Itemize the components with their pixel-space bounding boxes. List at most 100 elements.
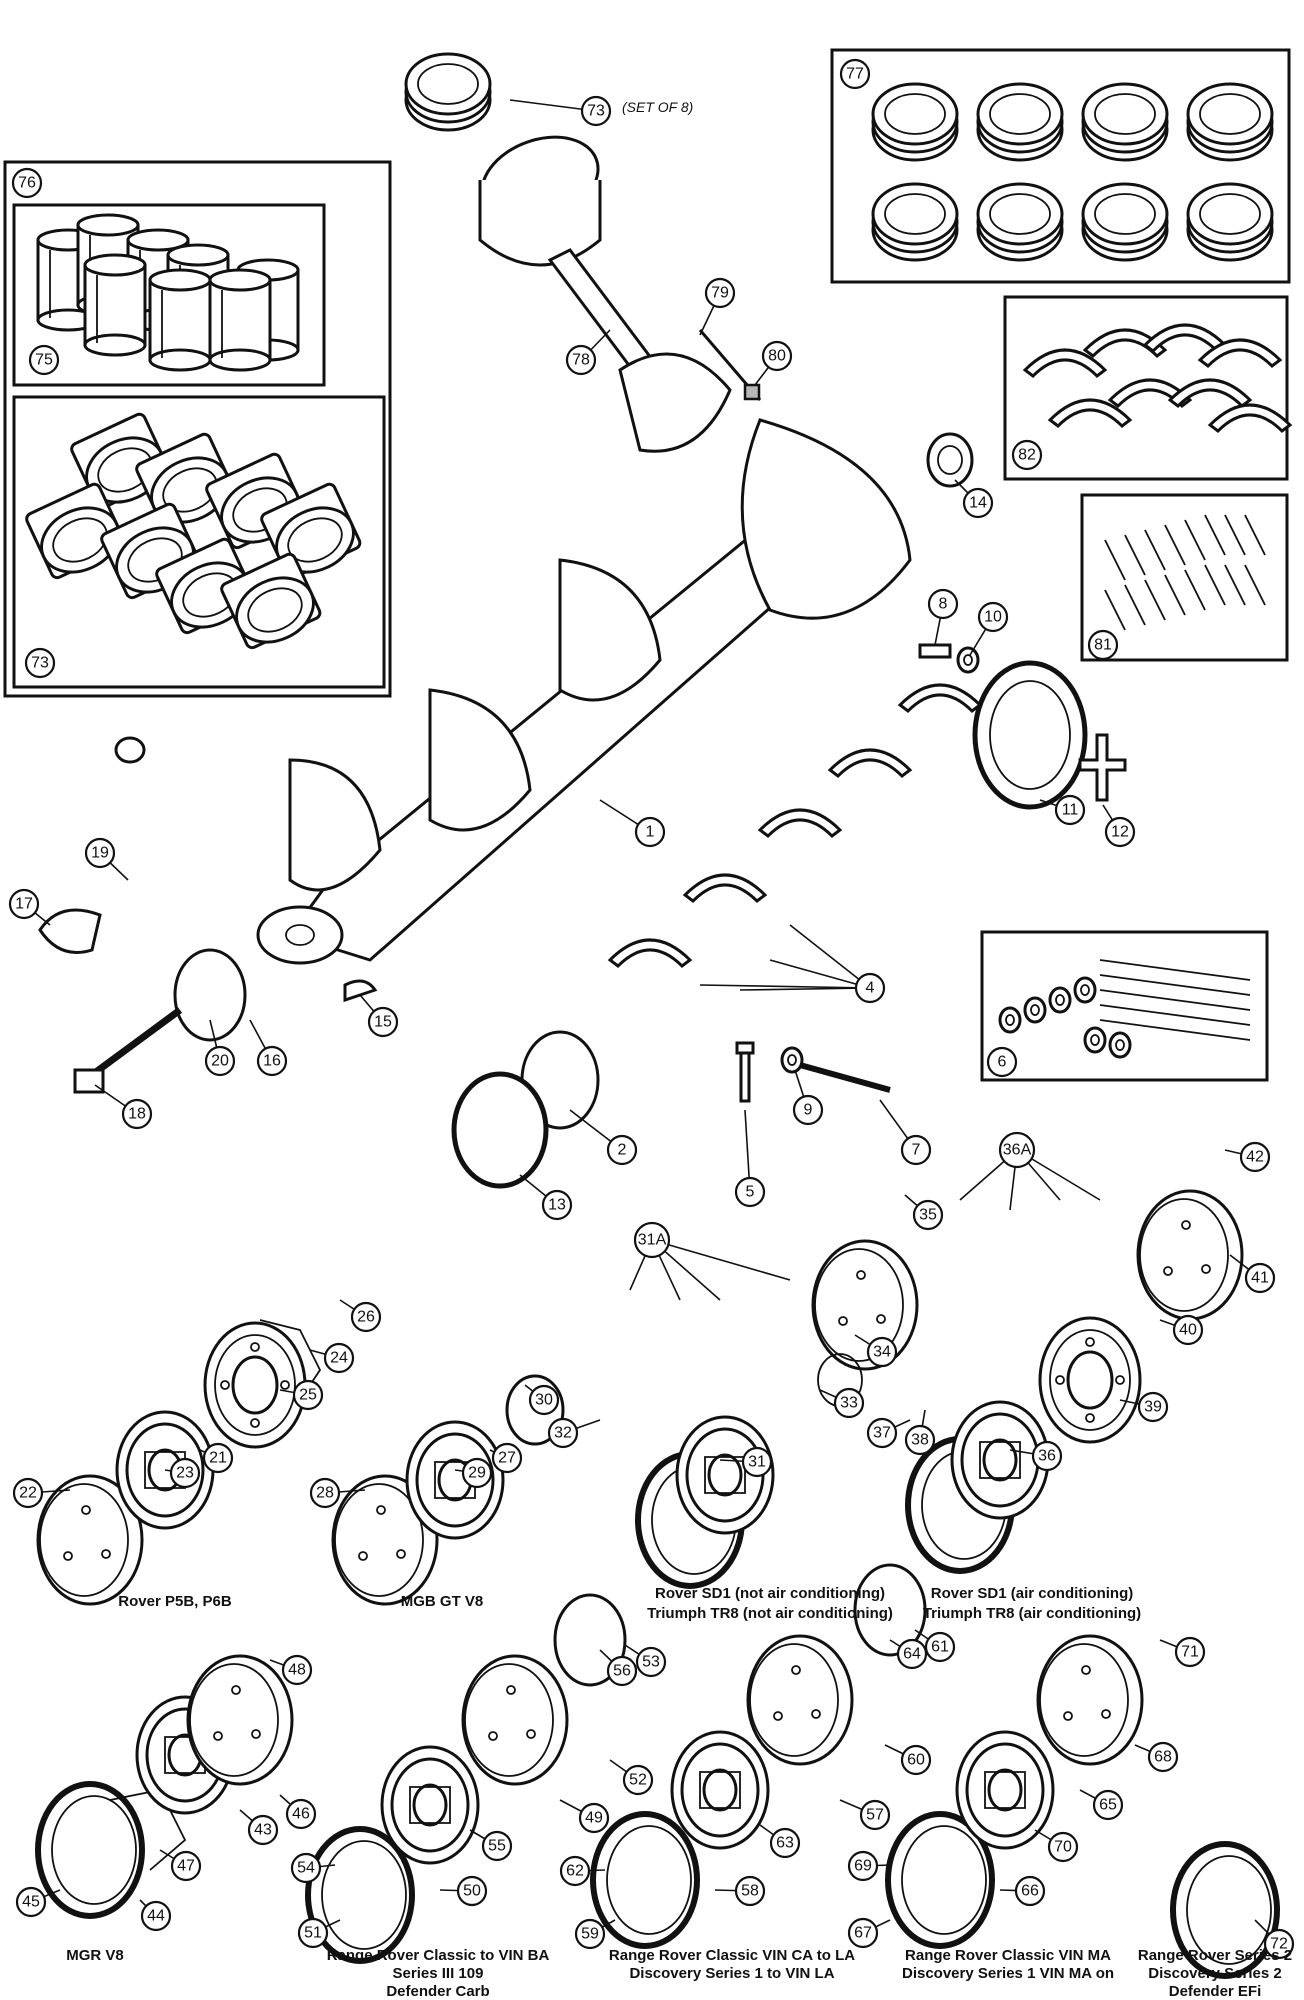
bolts-box-81 (1104, 514, 1266, 631)
callout-6: 6 (986, 1046, 1018, 1078)
callout-82: 82 (1011, 439, 1043, 471)
callout-label: 38 (911, 1432, 929, 1449)
callout-68: 68 (1147, 1741, 1179, 1773)
callout-76: 76 (11, 167, 43, 199)
caption-rrc-ba-line3: Defender Carb (386, 1983, 489, 2000)
callout-circle (606, 1655, 638, 1687)
callout-label: 36 (1038, 1448, 1056, 1465)
callout-label: 22 (19, 1485, 37, 1502)
callout-label: 29 (468, 1465, 486, 1482)
callout-label: 2 (618, 1142, 627, 1159)
callouts: 7377767573798078821481810111211917461520… (8, 58, 1295, 1960)
callout-27: 27 (491, 1442, 523, 1474)
callout-circle (541, 1189, 573, 1221)
callout-label: 66 (1021, 1883, 1039, 1900)
callout-circle (11, 167, 43, 199)
callout-circle (1047, 1831, 1079, 1863)
callout-label: 63 (776, 1835, 794, 1852)
caption-rrc-ca-line1: Range Rover Classic VIN CA to LA (609, 1947, 855, 1964)
crankshaft (256, 418, 912, 965)
callout-label: 15 (374, 1014, 392, 1031)
callout-38: 38 (904, 1424, 936, 1456)
callout-label: 76 (18, 175, 36, 192)
callout-circle (622, 1764, 654, 1796)
callout-79: 79 (704, 277, 736, 309)
callout-63: 63 (769, 1827, 801, 1859)
callout-36A: 36A (998, 1131, 1036, 1169)
callout-circle (833, 1387, 865, 1419)
callout-label: 40 (1179, 1322, 1197, 1339)
bearing-shells-box-82 (1023, 323, 1292, 433)
callout-label: 58 (741, 1883, 759, 1900)
callout-label: 50 (463, 1883, 481, 1900)
callout-label: 33 (840, 1395, 858, 1412)
callout-circle (140, 1900, 172, 1932)
box-73 (12, 395, 386, 689)
callout-label: 10 (984, 609, 1002, 626)
callout-64: 64 (896, 1638, 928, 1670)
callout-66: 66 (1014, 1875, 1046, 1907)
pulley-group-rrc-ca (593, 1563, 927, 1946)
callout-48: 48 (281, 1654, 313, 1686)
callout-label: 69 (854, 1858, 872, 1875)
callout-circle (481, 1830, 513, 1862)
pulley-group-mgr (38, 1654, 294, 1916)
set-of-8-note: (SET OF 8) (622, 99, 693, 115)
callout-label: 24 (330, 1350, 348, 1367)
callout-label: 21 (209, 1450, 227, 1467)
callout-label: 82 (1018, 447, 1036, 464)
callout-label: 12 (1111, 824, 1129, 841)
callout-circle (761, 340, 793, 372)
leader-4 (699, 984, 871, 989)
pulley-group-sd1-na (638, 1239, 919, 1586)
liners-box-75 (36, 213, 300, 372)
callout-circle (170, 1850, 202, 1882)
callout-label: 37 (873, 1425, 891, 1442)
caption-rrc-ca-line2: Discovery Series 1 to VIN LA (629, 1965, 834, 1982)
callout-label: 80 (768, 348, 786, 365)
callout-circle (1172, 1314, 1204, 1346)
timing-gear-16-bolt-18 (38, 736, 247, 1094)
callout-circle (281, 1654, 313, 1686)
box-77 (830, 48, 1291, 284)
callout-label: 34 (873, 1344, 891, 1361)
callout-label: 48 (288, 1662, 306, 1679)
callout-label: 49 (585, 1810, 603, 1827)
callout-label: 1 (646, 824, 655, 841)
callout-label: 4 (866, 980, 875, 997)
callout-label: 39 (1144, 1399, 1162, 1416)
callout-13: 13 (541, 1189, 573, 1221)
callout-circle (350, 1301, 382, 1333)
callout-label: 41 (1251, 1270, 1269, 1287)
callout-circle (580, 95, 612, 127)
callout-label: 7 (912, 1142, 921, 1159)
callout-circle (900, 1744, 932, 1776)
pulley-group-mgb (331, 1374, 565, 1606)
callout-52: 52 (622, 1764, 654, 1796)
callout-75: 75 (28, 344, 60, 376)
callout-circle (309, 1477, 341, 1509)
callout-circle (456, 1875, 488, 1907)
callout-circle (986, 1046, 1018, 1078)
callout-44: 44 (140, 1900, 172, 1932)
callout-circle (839, 58, 871, 90)
callout-56: 56 (606, 1655, 638, 1687)
callout-label: 55 (488, 1838, 506, 1855)
callout-29: 29 (461, 1457, 493, 1489)
callout-12: 12 (1104, 816, 1136, 848)
caption-mgr-v8: MGR V8 (66, 1947, 124, 1964)
callout-label: 9 (804, 1102, 813, 1119)
callout-label: 67 (854, 1925, 872, 1942)
callout-label: 59 (581, 1926, 599, 1943)
callout-circle (290, 1852, 322, 1884)
callout-14: 14 (962, 487, 994, 519)
callout-17: 17 (8, 888, 40, 920)
pistons-box-73 (23, 410, 366, 656)
callout-24: 24 (323, 1342, 355, 1374)
callout-33: 33 (833, 1387, 865, 1419)
callout-circle (121, 1098, 153, 1130)
caption-rover-p5b: Rover P5B, P6B (118, 1593, 232, 1610)
callout-circle (924, 1631, 956, 1663)
callout-label: 68 (1154, 1749, 1172, 1766)
callout-65: 65 (1092, 1789, 1124, 1821)
